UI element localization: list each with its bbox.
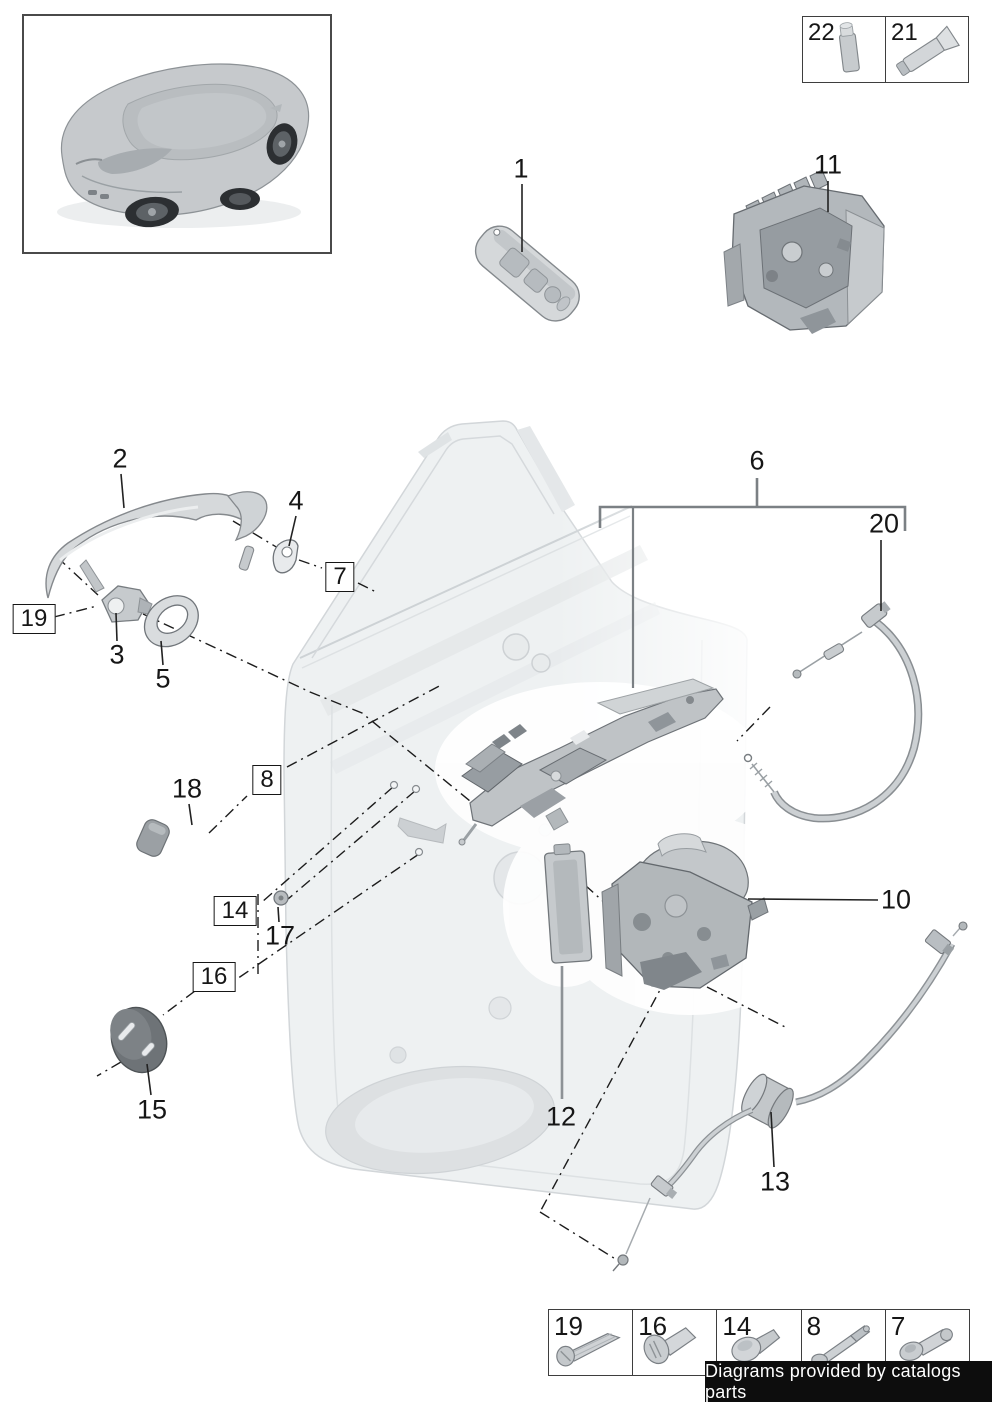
bracket-leader-lines: [560, 478, 907, 1099]
wedge-fastener-icon: [556, 1333, 621, 1367]
fastener-cell-14: 14: [717, 1310, 802, 1375]
kit-cell-22: 22: [803, 17, 886, 82]
cap-plug: [136, 819, 170, 857]
consumables-kit-box: 22 21: [802, 16, 969, 83]
release-cable-lower: [612, 921, 968, 1272]
grommet: [273, 890, 289, 906]
aerosol-can-icon: [838, 22, 860, 73]
fastener-cell-16: 16: [633, 1310, 718, 1375]
door-lock-reference: [723, 169, 885, 334]
callout-3: 3: [109, 639, 125, 670]
door-lock-assembly: [601, 833, 769, 990]
porsche-macan-rear-top-view-icon: [57, 63, 310, 228]
kit-cell-21: 21: [886, 17, 968, 82]
callout-15: 15: [136, 1094, 168, 1125]
leader-lines: [115, 181, 882, 1168]
callout-8: 8: [252, 765, 282, 795]
rivet-fastener-icon: [643, 1327, 697, 1365]
fastener-cell-label: 19: [554, 1311, 583, 1341]
handle-cover-clip: [272, 539, 299, 574]
vehicle-thumbnail-box: [22, 14, 332, 254]
fastener-cell-7: 7: [886, 1310, 969, 1375]
callout-1: 1: [513, 153, 529, 184]
outer-door-handle: [45, 491, 268, 599]
callout-13: 13: [759, 1166, 791, 1197]
callout-4: 4: [288, 485, 304, 516]
branding-text: Diagrams provided by catalogs parts: [705, 1360, 961, 1402]
callout-17: 17: [264, 920, 296, 951]
callout-6: 6: [749, 445, 765, 476]
branding-bar: Diagrams provided by catalogs parts: [705, 1361, 992, 1402]
callout-20: 20: [868, 508, 900, 539]
callout-18: 18: [171, 773, 203, 804]
callout-14: 14: [213, 896, 257, 926]
callout-7: 7: [325, 562, 355, 592]
sealant-tube-icon: [896, 25, 961, 76]
fastener-cell-label: 8: [806, 1311, 822, 1341]
fastener-cell-19: 19: [549, 1310, 634, 1375]
assembly-dash-lines: [53, 520, 788, 1261]
callout-2: 2: [112, 443, 128, 474]
callout-16: 16: [192, 962, 236, 992]
callout-12: 12: [545, 1101, 577, 1132]
door-pin-fasteners: [389, 780, 424, 857]
callout-11: 11: [813, 149, 843, 180]
flange-screw-icon: [899, 1328, 953, 1362]
callout-10: 10: [880, 884, 912, 915]
callout-19: 19: [12, 604, 56, 634]
clip-fastener-icon: [731, 1329, 781, 1362]
fastener-cell-label: 16: [638, 1311, 668, 1341]
kit-cell-label: 21: [891, 19, 918, 46]
lock-cover-disc: [110, 1006, 168, 1074]
handle-gasket: [143, 595, 199, 648]
handle-bracket: [101, 585, 153, 623]
reinforcement-plate: [543, 843, 593, 964]
handle-carrier-assembly: [458, 678, 724, 846]
callout-5: 5: [155, 663, 171, 694]
fastener-cell-label: 7: [890, 1311, 906, 1341]
kit-cell-label: 22: [808, 19, 835, 46]
key-fob: [474, 225, 580, 322]
fastener-cell-label: 14: [722, 1311, 752, 1341]
